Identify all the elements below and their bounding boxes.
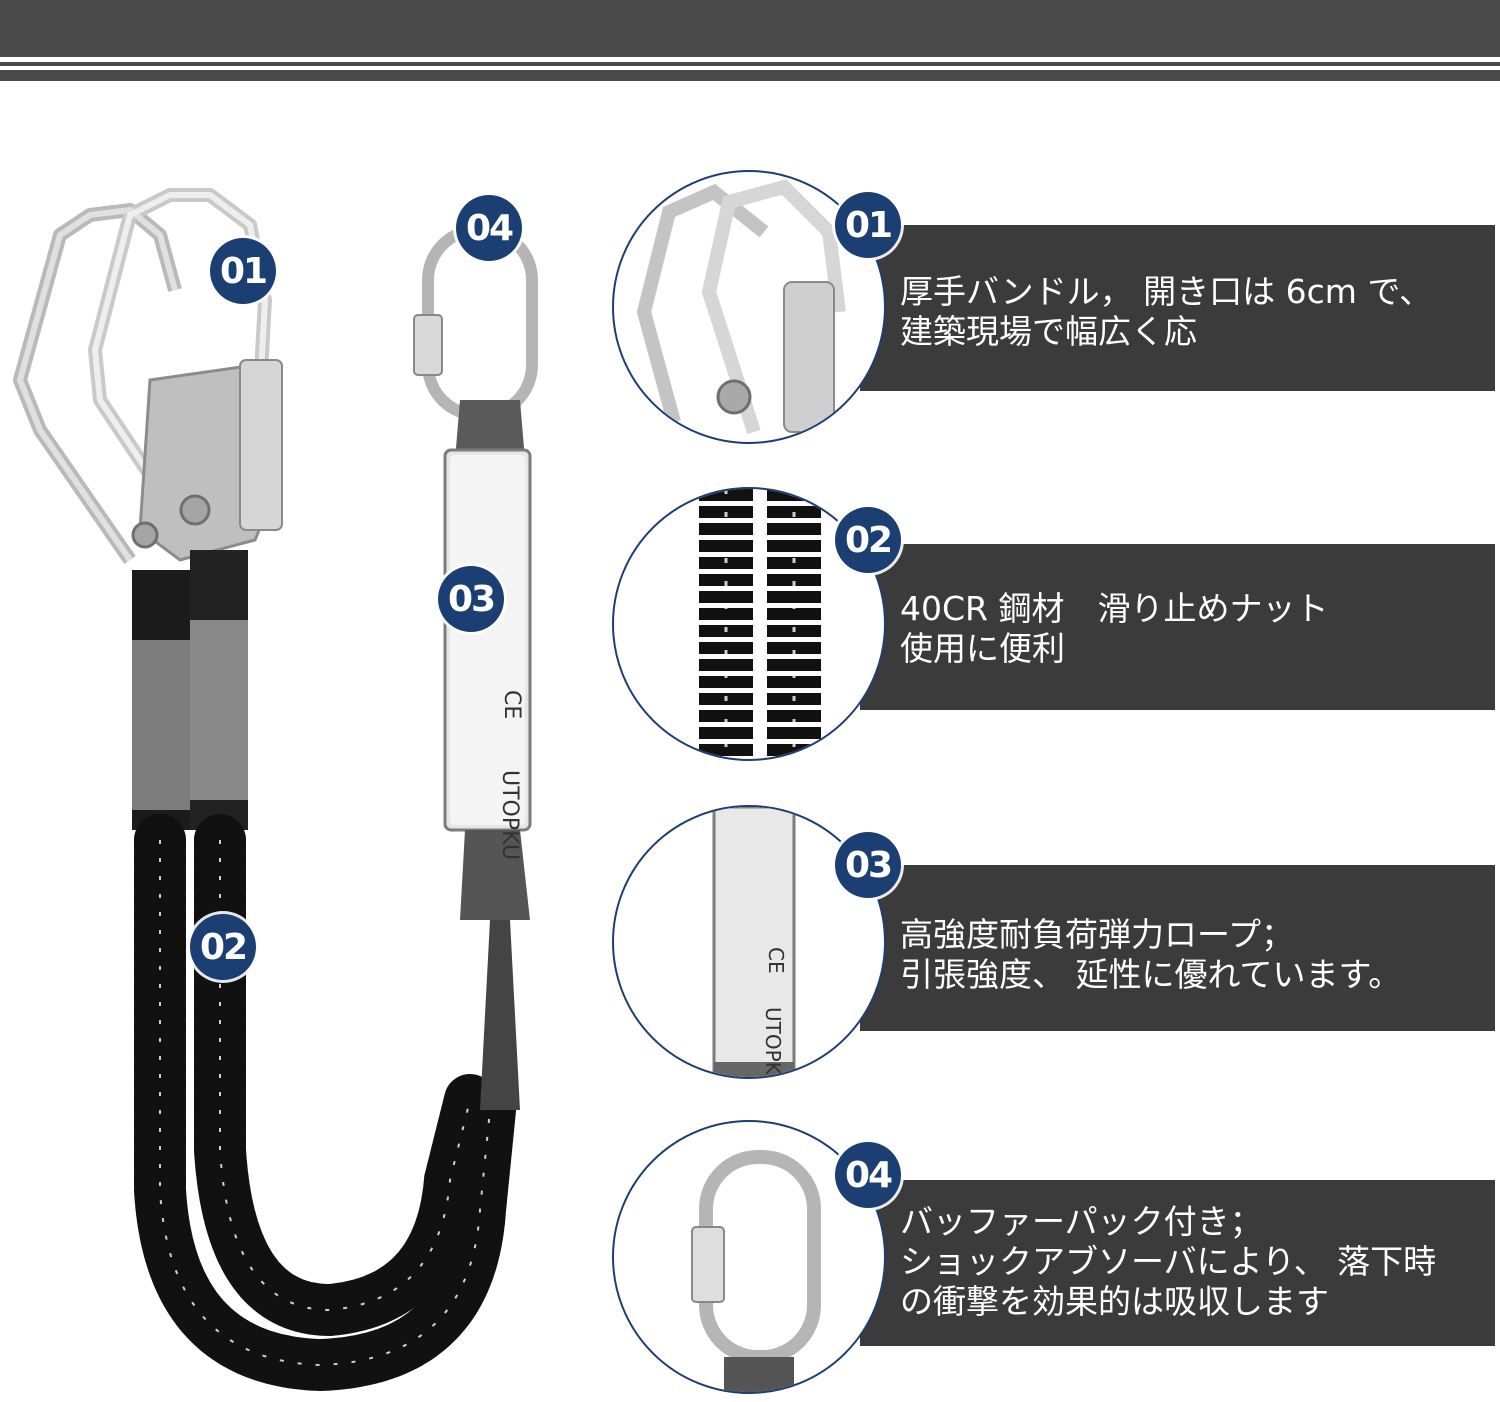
feature-panel (860, 225, 1495, 391)
feature-rope: 02 40CR 鋼材 滑り止めナット 使用に便利 (610, 487, 1500, 762)
absorber-ce-mark: CE (764, 947, 788, 974)
absorber-ce-mark: CE (499, 690, 524, 719)
header-divider-bottom (0, 70, 1500, 81)
callout-badge-03: 03 (438, 566, 504, 632)
lanyard-product-image: CE UTOPKU 01 04 03 02 (0, 150, 600, 1402)
feature-badge-01: 01 (835, 192, 901, 258)
feature-text-line: 高強度耐負荷弾力ロープ； (900, 915, 1295, 954)
coiled-rope-closeup-icon (699, 489, 821, 759)
feature-text-04: バッファーパック付き； ショックアブソーバにより、 落下時 の衝撃を効果的は吸収… (900, 1202, 1490, 1322)
feature-panel (860, 1180, 1495, 1346)
callout-badge-01: 01 (210, 238, 276, 304)
feature-text-line: 建築現場で幅広く応 (900, 312, 1197, 351)
lanyard-illustration: CE UTOPKU (13, 188, 538, 1392)
feature-badge-03: 03 (835, 832, 901, 898)
feature-text-line: 40CR 鋼材 滑り止めナット (900, 589, 1329, 628)
feature-text-02: 40CR 鋼材 滑り止めナット 使用に便利 (900, 589, 1490, 669)
feature-text-line: ショックアブソーバにより、 落下時 (900, 1242, 1437, 1281)
feature-text-03: 高強度耐負荷弾力ロープ； 引張強度、 延性に優れています。 (900, 915, 1490, 995)
feature-panel (860, 865, 1495, 1031)
shock-absorber-closeup-icon: CE UTOPKU (712, 807, 796, 1079)
absorber-brand-label: UTOPKU (497, 770, 522, 860)
callout-badge-02: 02 (190, 914, 256, 980)
feature-badge-04: 04 (835, 1142, 901, 1208)
feature-text-line: 使用に便利 (900, 629, 1065, 668)
feature-hook: 01 厚手バンドル， 開き口は 6cm で、 建築現場で幅広く応 (610, 170, 1500, 445)
carabiner-closeup-icon (691, 1150, 821, 1392)
feature-panel (860, 544, 1495, 710)
header-bar (0, 0, 1500, 57)
feature-carabiner: 04 バッファーパック付き； ショックアブソーバにより、 落下時 の衝撃を効果的… (610, 1120, 1500, 1395)
absorber-brand-label: UTOPKU (761, 1007, 785, 1079)
feature-text-line: の衝撃を効果的は吸収します (900, 1282, 1329, 1321)
snap-hook-closeup-icon (636, 179, 846, 435)
feature-text-line: 引張強度、 延性に優れています。 (900, 955, 1402, 994)
feature-absorber: CE UTOPKU 03 高強度耐負荷弾力ロープ； 引張強度、 延性に優れていま… (610, 805, 1500, 1080)
feature-text-line: 厚手バンドル， 開き口は 6cm で、 (900, 272, 1433, 311)
feature-text-line: バッファーパック付き； (900, 1202, 1263, 1241)
callout-badge-04: 04 (456, 195, 522, 261)
feature-text-01: 厚手バンドル， 開き口は 6cm で、 建築現場で幅広く応 (900, 272, 1490, 352)
feature-badge-02: 02 (835, 507, 901, 573)
header-divider (0, 62, 1500, 66)
